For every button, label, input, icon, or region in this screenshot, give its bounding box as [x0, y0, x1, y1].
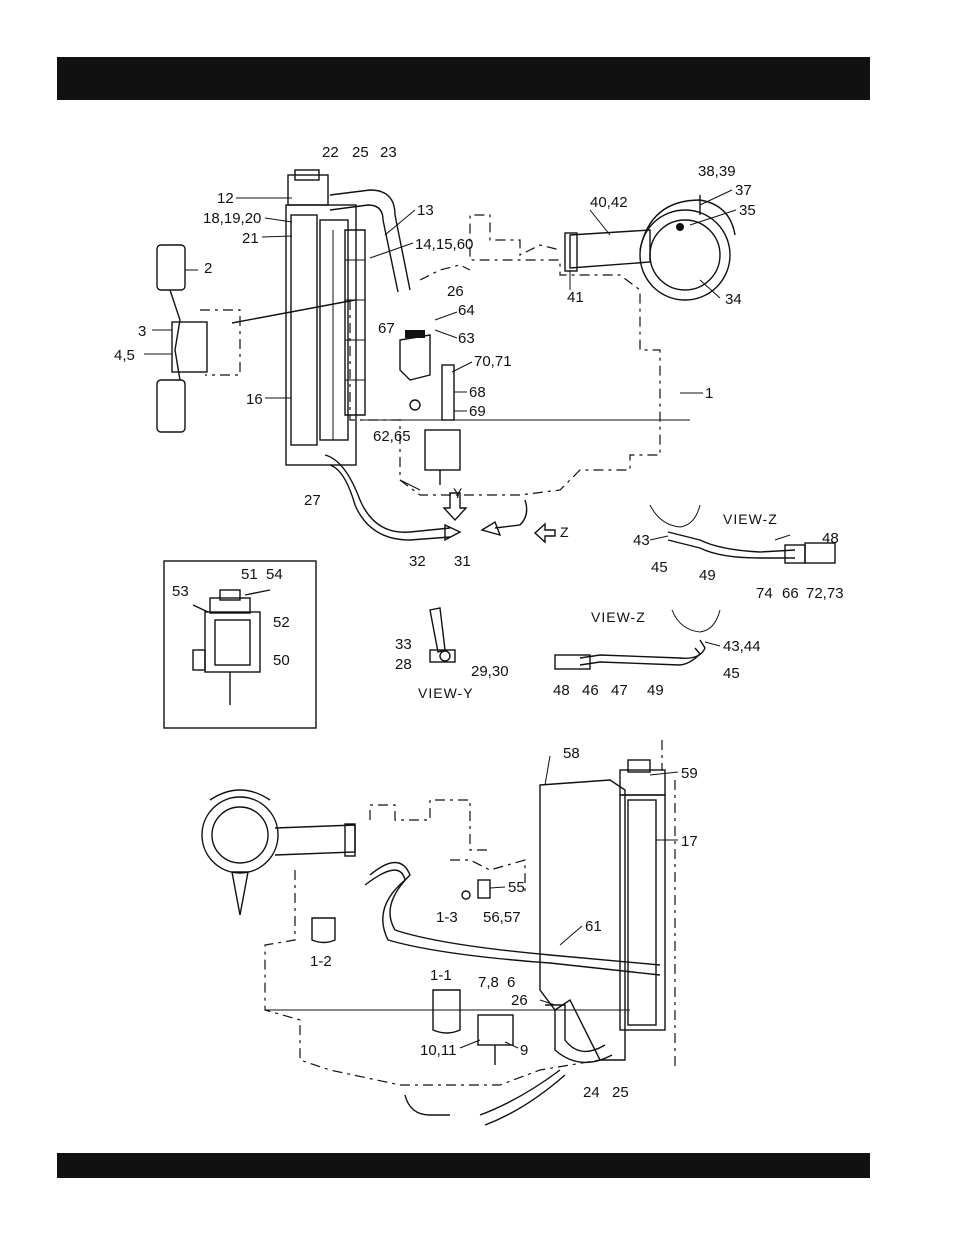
- callout-51: 51: [241, 566, 258, 583]
- callout-24: 24: [583, 1084, 600, 1101]
- callout-50: 50: [273, 652, 290, 669]
- callout-16: 16: [246, 391, 263, 408]
- callout-68: 68: [469, 384, 486, 401]
- callout-10-11: 10,11: [420, 1042, 456, 1059]
- callout-62-65: 62,65: [373, 428, 411, 445]
- callout-53: 53: [172, 583, 189, 600]
- callout-45: 45: [651, 559, 668, 576]
- callout-38-39: 38,39: [698, 163, 736, 180]
- callout-48: 48: [822, 530, 839, 547]
- callout-1-3: 1-3: [436, 909, 458, 926]
- callout-31: 31: [454, 553, 471, 570]
- view-arrow-y: Y: [453, 485, 463, 501]
- callout-66: 66: [782, 585, 799, 602]
- callout-17: 17: [681, 833, 698, 850]
- view-y-label: VIEW-Y: [418, 685, 474, 701]
- callout-1-1: 1-1: [430, 967, 452, 984]
- callout-41: 41: [567, 289, 584, 306]
- callout-49b: 49: [647, 682, 664, 699]
- callout-46: 46: [582, 682, 599, 699]
- view-z-label-1: VIEW-Z: [723, 511, 778, 527]
- reservoir-tank: [193, 590, 270, 705]
- callout-9: 9: [520, 1042, 528, 1059]
- callout-6: 6: [507, 974, 515, 991]
- callout-26: 26: [447, 283, 464, 300]
- callout-63: 63: [458, 330, 475, 347]
- callout-52: 52: [273, 614, 290, 631]
- callout-55: 55: [508, 879, 525, 896]
- callout-1-2: 1-2: [310, 953, 332, 970]
- callout-49: 49: [699, 567, 716, 584]
- callout-18-19-20: 18,19,20: [203, 210, 261, 227]
- callout-47: 47: [611, 682, 628, 699]
- callout-72-73: 72,73: [806, 585, 844, 602]
- view-y-drain: [430, 608, 455, 662]
- callout-27: 27: [304, 492, 321, 509]
- callout-23: 23: [380, 144, 397, 161]
- callout-54: 54: [266, 566, 283, 583]
- view-z-label-2: VIEW-Z: [591, 609, 646, 625]
- callout-26b: 26: [511, 992, 528, 1009]
- callout-70-71: 70,71: [474, 353, 512, 370]
- callout-64: 64: [458, 302, 475, 319]
- callout-3: 3: [138, 323, 146, 340]
- view-arrow-z: Z: [560, 524, 570, 540]
- callout-45b: 45: [723, 665, 740, 682]
- callout-74: 74: [756, 585, 773, 602]
- callout-21: 21: [242, 230, 259, 247]
- bottom-engine-assembly: [202, 740, 675, 1125]
- callout-29-30: 29,30: [471, 663, 509, 680]
- callout-43-44: 43,44: [723, 638, 761, 655]
- callout-56-57: 56,57: [483, 909, 521, 926]
- callout-13: 13: [417, 202, 434, 219]
- callout-25b: 25: [612, 1084, 629, 1101]
- callout-12: 12: [217, 190, 234, 207]
- callout-40-42: 40,42: [590, 194, 628, 211]
- callout-69: 69: [469, 403, 486, 420]
- callout-67: 67: [378, 320, 395, 337]
- callout-43: 43: [633, 532, 650, 549]
- callout-34: 34: [725, 291, 742, 308]
- callout-59: 59: [681, 765, 698, 782]
- callout-22: 22: [322, 144, 339, 161]
- callout-33: 33: [395, 636, 412, 653]
- callout-61: 61: [585, 918, 602, 935]
- callout-48b: 48: [553, 682, 570, 699]
- callout-35: 35: [739, 202, 756, 219]
- callout-37: 37: [735, 182, 752, 199]
- callout-2: 2: [204, 260, 212, 277]
- callout-1: 1: [705, 385, 713, 402]
- callout-25: 25: [352, 144, 369, 161]
- callout-28: 28: [395, 656, 412, 673]
- callout-14-15-60: 14,15,60: [415, 236, 473, 253]
- callout-32: 32: [409, 553, 426, 570]
- callout-58: 58: [563, 745, 580, 762]
- callout-7-8: 7,8: [478, 974, 499, 991]
- callout-4-5: 4,5: [114, 347, 135, 364]
